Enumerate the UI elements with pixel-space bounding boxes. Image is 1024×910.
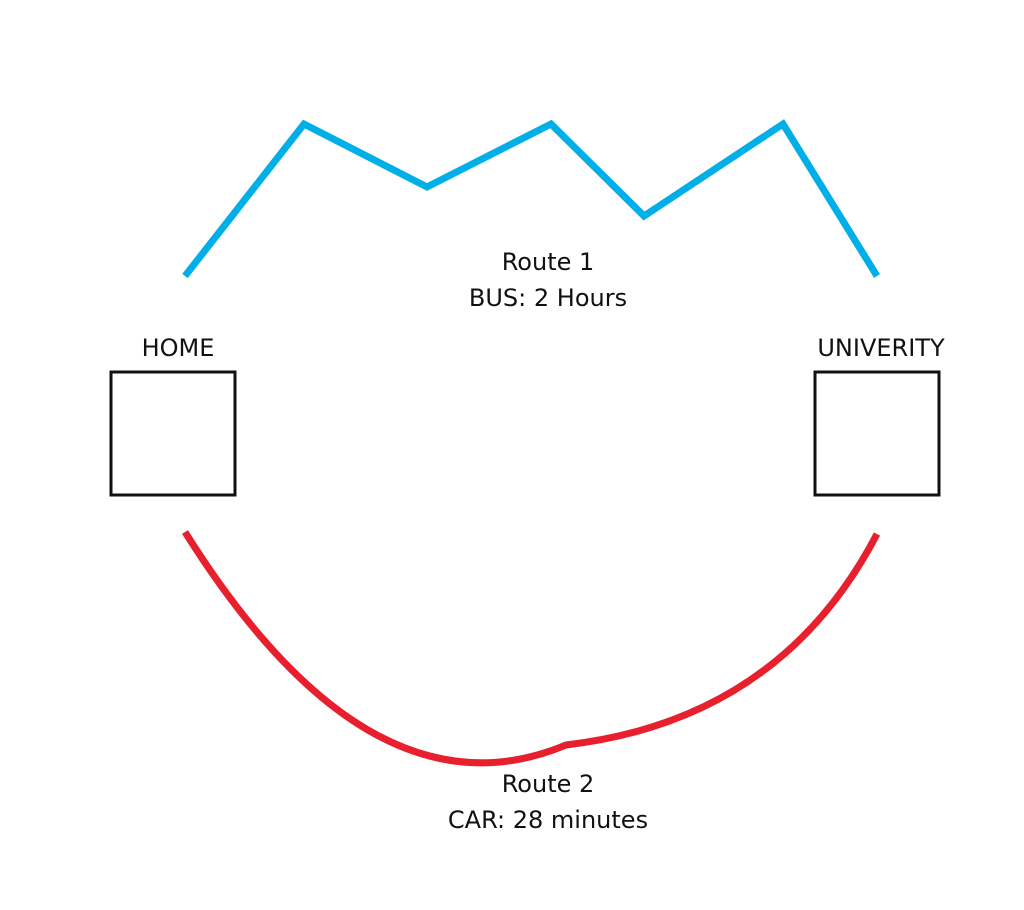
route-2-curved-path (182, 530, 881, 767)
home-label: HOME (142, 334, 215, 362)
route-1-detail: BUS: 2 Hours (469, 284, 627, 312)
route-1-title: Route 1 (502, 248, 595, 276)
home-box (109, 370, 237, 497)
route-2-detail: CAR: 28 minutes (448, 806, 648, 834)
route-1-zigzag-path (182, 119, 880, 279)
university-box (813, 370, 941, 497)
university-label: UNIVERITY (817, 334, 945, 362)
route-2-title: Route 2 (502, 770, 595, 798)
